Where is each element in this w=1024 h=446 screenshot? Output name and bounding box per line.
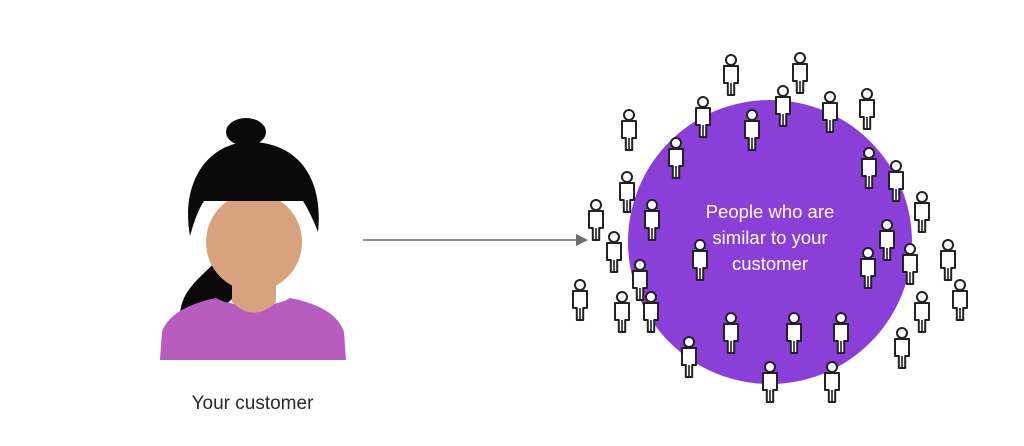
hair-bun [226,118,266,146]
shirt [160,298,346,360]
person-outline-icon [572,279,588,321]
audience-label: People who are similar to your customer [675,199,865,277]
person-outline-icon [894,327,910,369]
person-outline-icon [762,361,778,403]
person-outline-icon [588,199,604,241]
person-outline-icon [614,291,630,333]
audience-label-line-3: customer [731,253,809,274]
person-outline-icon [606,231,622,273]
hair-top [188,142,319,236]
person-outline-icon [681,336,697,378]
face [206,193,302,291]
person-outline-icon [859,88,875,130]
person-outline-icon [914,291,930,333]
person-outline-icon [619,171,635,213]
arrow-right-icon [363,234,588,246]
audience-label-line-2: similar to your [712,227,828,248]
person-outline-icon [824,361,840,403]
person-outline-icon [792,52,808,94]
person-outline-icon [914,191,930,233]
person-outline-icon [621,109,637,151]
customer-avatar [160,118,346,360]
audience-label-line-1: People who are [705,201,835,222]
person-outline-icon [940,239,956,281]
person-outline-icon [723,54,739,96]
customer-label: Your customer [191,393,314,414]
person-outline-icon [952,279,968,321]
